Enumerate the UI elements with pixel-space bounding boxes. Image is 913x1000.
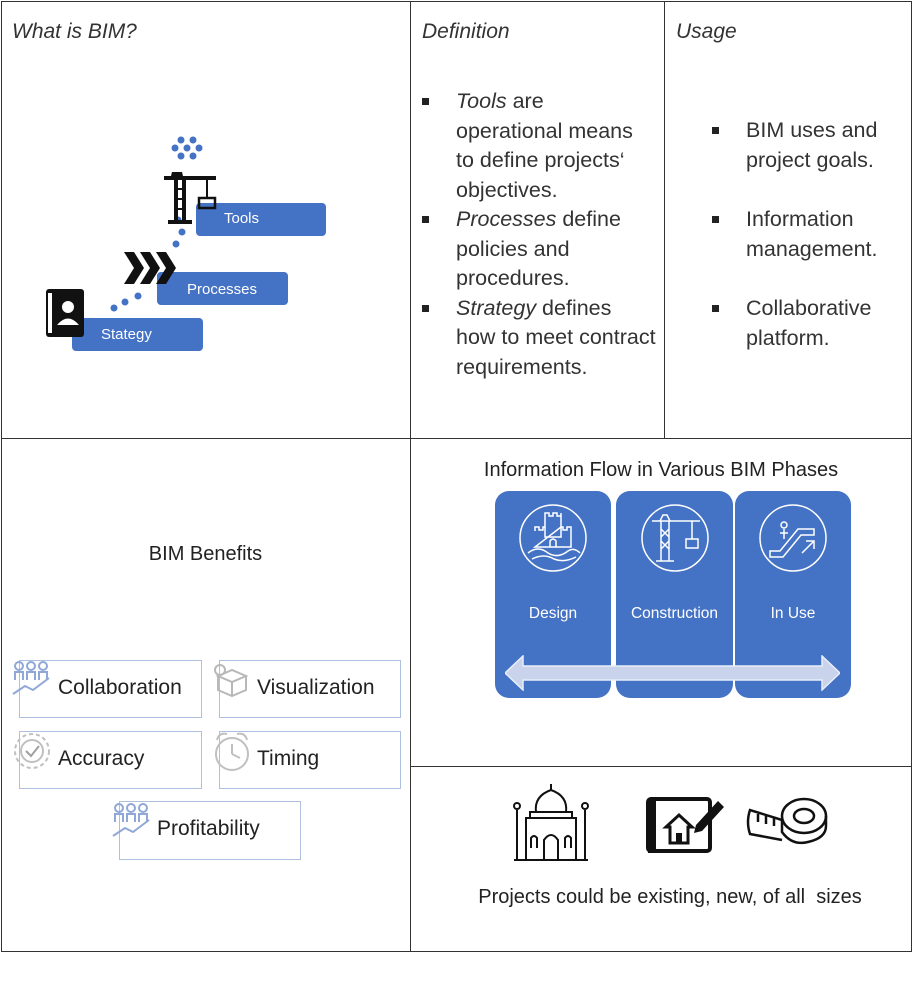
step-label: Stategy [101, 326, 152, 343]
divider [664, 1, 665, 439]
step-tools: Tools [196, 203, 326, 236]
phase-label: In Use [770, 605, 816, 622]
mosque-icon [513, 784, 589, 861]
divider [410, 766, 912, 767]
usage-item: BIM uses and project goals. [710, 116, 905, 175]
alarm-clock-icon [215, 732, 249, 771]
divider [410, 1, 411, 952]
definition-text: define policies and procedures. [456, 207, 621, 290]
definition-item: Tools are operational means to define pr… [420, 87, 656, 205]
phase-label: Construction [630, 605, 718, 622]
usage-list: BIM uses and project goals. Information … [710, 116, 905, 383]
definition-list: Tools are operational means to define pr… [420, 87, 656, 382]
benefit-label: Profitability [157, 817, 260, 840]
crane-icon [640, 504, 709, 572]
definition-item: Strategy defines how to meet contract re… [420, 294, 656, 383]
benefit-label: Accuracy [58, 747, 145, 770]
definition-text: defines how to meet contract requirement… [456, 295, 656, 379]
phase-label: Design [528, 605, 578, 622]
contact-book-icon [46, 289, 84, 337]
step-label: Tools [224, 210, 260, 227]
crane-icon [164, 172, 217, 224]
house-blueprint-icon [646, 797, 724, 853]
people-chart-icon [12, 661, 50, 695]
panel-title: Usage [676, 20, 737, 43]
benefit-accuracy: Accuracy [19, 731, 202, 789]
benefit-label: Collaboration [58, 676, 182, 699]
phase-construction: Construction [616, 491, 733, 698]
panel-title: Information Flow in Various BIM Phases [483, 459, 839, 481]
page-frame [1, 1, 912, 952]
people-chart-icon [112, 803, 150, 837]
castle-icon [519, 504, 587, 572]
definition-item: Processes define policies and procedures… [420, 205, 656, 294]
panel-title: BIM Benefits [148, 543, 263, 565]
3d-cube-icon [214, 664, 249, 698]
panel-title: What is BIM? [12, 20, 137, 43]
step-strategy: Stategy [72, 318, 203, 351]
panel-title: Definition [422, 20, 510, 43]
benefit-label: Timing [257, 747, 320, 770]
benefit-visualization: Visualization [219, 660, 401, 718]
step-label: Processes [187, 281, 258, 298]
benefit-label: Visualization [257, 676, 375, 699]
definition-term: Strategy [456, 295, 537, 320]
usage-item: Information management. [710, 205, 905, 264]
definition-text: are operational means to define projects… [456, 89, 633, 202]
projects-caption: Projects could be existing, new, of all … [478, 886, 862, 908]
chevrons-icon [124, 252, 176, 284]
usage-item: Collaborative platform. [710, 294, 905, 353]
benefit-timing: Timing [219, 731, 401, 789]
dotted-path [110, 136, 203, 312]
definition-term: Processes [456, 207, 557, 231]
step-processes: Processes [157, 272, 288, 305]
tape-measure-icon [746, 797, 828, 845]
benefit-profitability: Profitability [119, 801, 301, 860]
double-arrow-icon [505, 655, 840, 691]
definition-term: Tools [456, 89, 507, 113]
phase-in-use: In Use [735, 491, 851, 698]
check-badge-icon [14, 733, 50, 769]
escalator-icon [759, 504, 827, 572]
divider [1, 438, 912, 439]
